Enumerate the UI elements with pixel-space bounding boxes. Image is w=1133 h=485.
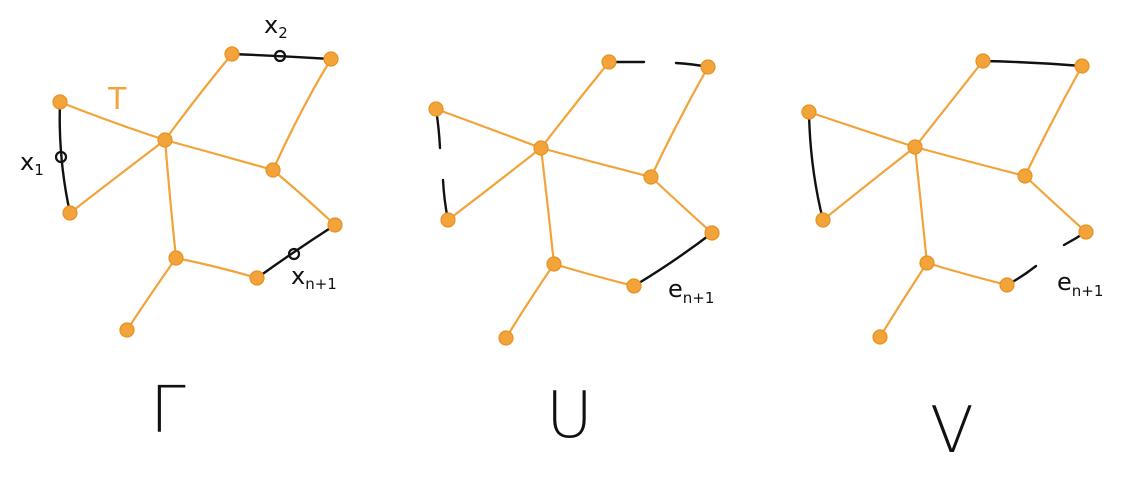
panel-u: en+1 U xyxy=(428,54,720,453)
vertex xyxy=(999,277,1015,293)
vertex xyxy=(704,225,720,241)
vertex xyxy=(801,104,817,120)
panel-v: en+1 V xyxy=(801,53,1103,468)
vertex xyxy=(119,322,135,338)
edge-label-x1: x1 xyxy=(20,148,44,179)
tree-edge xyxy=(58,100,167,142)
non-tree-edges xyxy=(434,60,714,288)
vertex xyxy=(440,212,456,228)
edge-label-en1: en+1 xyxy=(1057,268,1103,300)
vertex xyxy=(533,140,549,156)
vertex xyxy=(52,94,68,110)
tree-edge xyxy=(821,145,917,222)
vertex xyxy=(546,256,562,272)
caption-u: U xyxy=(546,379,593,453)
tree-edge xyxy=(552,262,636,288)
tree-edge xyxy=(174,256,259,280)
tree-edge xyxy=(925,261,1009,287)
edge-top xyxy=(981,59,1084,68)
tree-edge xyxy=(913,145,1027,178)
vertex xyxy=(907,139,923,155)
vertex xyxy=(919,255,935,271)
subdivision-point-xn1 xyxy=(287,247,301,261)
edge-en1 xyxy=(632,231,714,288)
caption-gamma: Γ xyxy=(150,374,186,448)
subdivision-point-x1 xyxy=(54,150,68,164)
vertex xyxy=(1074,58,1090,74)
vertex xyxy=(815,212,831,228)
vertex xyxy=(249,270,265,286)
tree-edge xyxy=(271,57,333,172)
vertex xyxy=(601,54,617,70)
vertex xyxy=(265,162,281,178)
tree-edge xyxy=(913,59,985,149)
vertex xyxy=(323,51,339,67)
tree-edge xyxy=(163,138,275,172)
edge-x2 xyxy=(230,52,333,61)
spanning-tree-edges xyxy=(807,59,1088,339)
tree-edge xyxy=(913,145,929,265)
tree-edge xyxy=(807,110,917,149)
vertex xyxy=(1078,224,1094,240)
non-tree-edges xyxy=(807,59,1088,287)
tree-edge xyxy=(68,138,167,215)
subdivision-point-x2 xyxy=(273,49,287,63)
vertex xyxy=(428,101,444,117)
tree-edge xyxy=(649,65,710,179)
vertex xyxy=(498,330,514,346)
panel-gamma: T x1 x2 xn+1 Γ xyxy=(20,11,343,448)
vertices xyxy=(52,46,343,338)
tree-edge xyxy=(1023,174,1088,234)
tree-edge xyxy=(539,146,556,266)
vertices xyxy=(801,53,1094,345)
vertex xyxy=(700,59,716,75)
tree-edge xyxy=(649,175,714,235)
vertex xyxy=(643,169,659,185)
tree-edge xyxy=(446,146,543,222)
subdivision-points xyxy=(54,49,301,261)
caption-v: V xyxy=(930,394,974,468)
vertex xyxy=(872,329,888,345)
tree-edge xyxy=(163,52,234,142)
vertex xyxy=(626,278,642,294)
tree-edge xyxy=(539,146,653,179)
vertex xyxy=(157,132,173,148)
edge-x1 xyxy=(58,100,72,215)
vertices xyxy=(428,54,720,346)
tree-edge xyxy=(271,168,337,227)
vertex xyxy=(975,53,991,69)
spanning-tree-edges xyxy=(58,52,337,332)
edge-label-en1: en+1 xyxy=(668,275,714,307)
edge-label-x2: x2 xyxy=(264,11,288,42)
edge-vertical xyxy=(807,110,825,222)
edge-label-xn1: xn+1 xyxy=(291,262,337,293)
tree-edge xyxy=(163,138,178,260)
tree-edge xyxy=(878,261,929,339)
vertex xyxy=(224,46,240,62)
tree-label: T xyxy=(107,82,127,117)
tree-edge xyxy=(504,262,556,340)
tree-edge xyxy=(1023,64,1084,178)
tree-edge xyxy=(539,60,611,150)
spanning-tree-edges xyxy=(434,60,714,340)
edge-xn1 xyxy=(255,223,337,280)
tree-edge xyxy=(125,256,178,332)
vertex xyxy=(168,250,184,266)
vertex xyxy=(327,217,343,233)
tree-edge xyxy=(434,107,543,150)
vertex xyxy=(1017,168,1033,184)
vertex xyxy=(62,205,78,221)
non-tree-edges xyxy=(58,52,337,280)
